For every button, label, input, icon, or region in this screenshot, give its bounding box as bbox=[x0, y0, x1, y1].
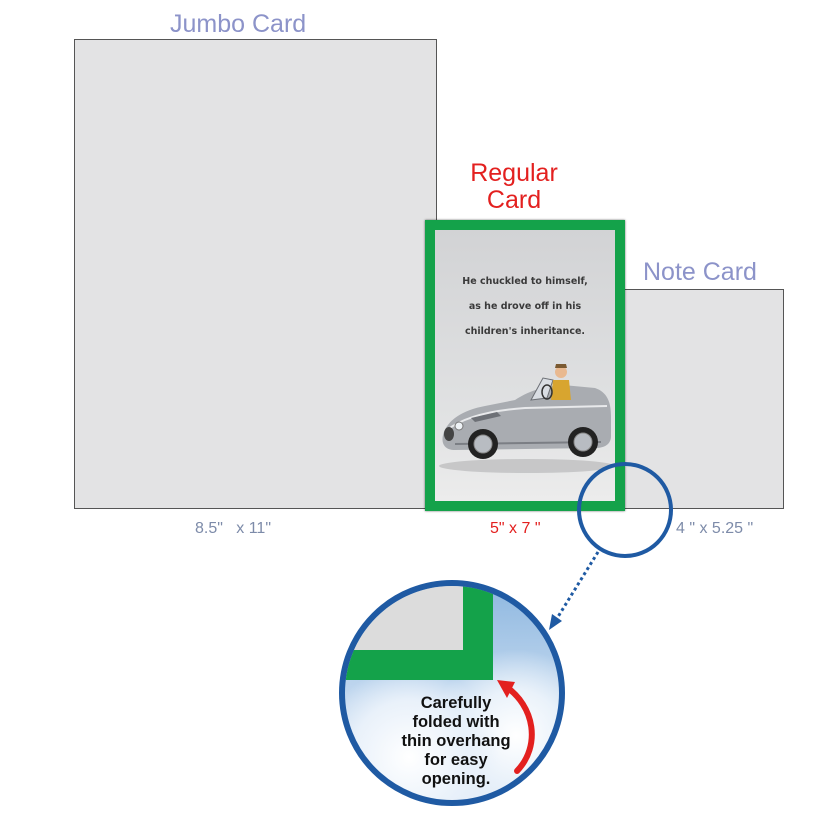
zoom-caption-line: for easy bbox=[424, 751, 488, 769]
zoom-caption-line: opening. bbox=[421, 770, 491, 788]
note-card-label: Note Card bbox=[643, 258, 757, 286]
regular-card: He chuckled to himself, as he drove off … bbox=[425, 220, 625, 511]
note-dimension: 4 " x 5.25 " bbox=[676, 520, 754, 537]
zoom-green-border bbox=[345, 650, 493, 680]
zoom-caption-line: folded with bbox=[412, 713, 500, 731]
zoom-caption-line: Carefully bbox=[420, 694, 492, 712]
card-text-line: He chuckled to himself, bbox=[462, 276, 588, 287]
zoom-caption: Carefully folded with thin overhang for … bbox=[381, 694, 531, 789]
zoom-card-face bbox=[345, 586, 463, 650]
regular-label-line2: Card bbox=[486, 186, 542, 214]
card-text-line: children's inheritance. bbox=[464, 326, 586, 337]
car-illustration bbox=[439, 364, 615, 473]
zoom-detail-circle: Carefully folded with thin overhang for … bbox=[339, 580, 565, 806]
regular-dimension: 5" x 7 " bbox=[490, 520, 541, 537]
jumbo-dimension: 8.5" x 11" bbox=[195, 520, 271, 537]
zoom-caption-line: thin overhang bbox=[401, 732, 511, 750]
jumbo-card-label: Jumbo Card bbox=[170, 10, 307, 38]
card-text-line: as he drove off in his bbox=[468, 301, 582, 312]
note-card bbox=[624, 289, 784, 509]
jumbo-card bbox=[74, 39, 437, 509]
regular-card-face: He chuckled to himself, as he drove off … bbox=[435, 230, 615, 501]
regular-card-label: Regular Card bbox=[455, 160, 573, 214]
regular-label-line1: Regular bbox=[470, 159, 558, 187]
curved-arrow-icon bbox=[497, 680, 535, 774]
